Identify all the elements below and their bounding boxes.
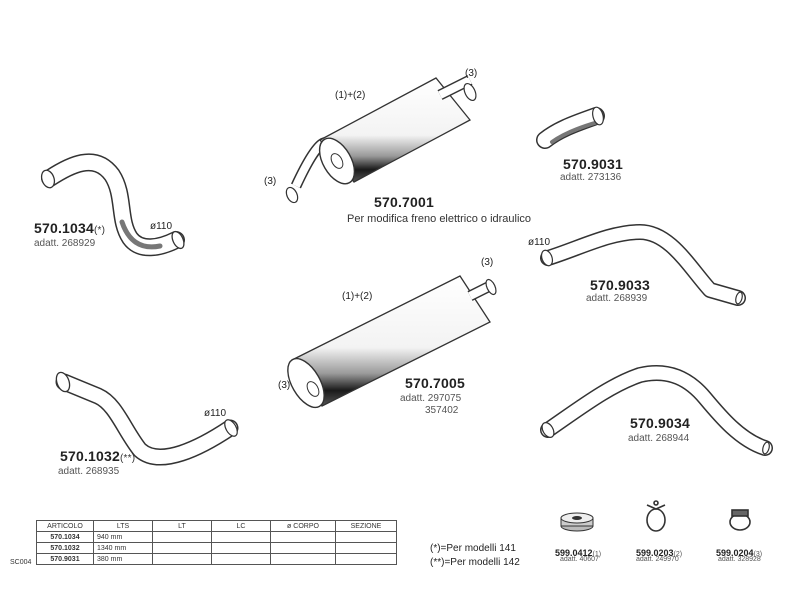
- col-header: ø CORPO: [270, 520, 336, 532]
- cell-sezione: [335, 531, 397, 543]
- legend-models-142: (**)=Per modelli 142: [430, 557, 520, 568]
- col-header: LTS: [93, 520, 153, 532]
- note-570-7001-3-top: (3): [465, 68, 478, 79]
- cell-lt: [152, 553, 212, 565]
- part-adapter-570-9034: adatt. 268944: [628, 433, 690, 444]
- cell-lts: 1340 mm: [93, 542, 153, 554]
- cell-articolo: 570.1032: [36, 542, 94, 554]
- cell-lc: [211, 553, 271, 565]
- spec-table: ARTICOLO LTS LT LC ø CORPO SEZIONE 570.1…: [36, 520, 397, 565]
- part-adapter2-570-7005: 357402: [425, 405, 459, 416]
- note-570-7005-3-top: (3): [481, 257, 494, 268]
- col-header: LT: [152, 520, 212, 532]
- accessory-599-0412: 599.0412(1): [555, 543, 601, 561]
- part-code-570-1032: 570.1032(**): [60, 448, 136, 464]
- accessory-qty: (1): [592, 551, 602, 558]
- rubber-mount-icon: [560, 512, 594, 532]
- diameter-label-570-1034: ø110: [150, 221, 173, 232]
- table-row: 570.1032 1340 mm: [36, 542, 397, 554]
- accessory-code: 599.0412: [555, 548, 593, 558]
- part-code-570-7001: 570.7001: [374, 194, 434, 210]
- col-header: LC: [211, 520, 271, 532]
- cell-corpo: [270, 531, 336, 543]
- cell-lts: 940 mm: [93, 531, 153, 543]
- part-description-570-7001: Per modifica freno elettrico o idraulico: [347, 213, 532, 225]
- muffler-570-7001: [285, 75, 477, 204]
- part-code-570-7005: 570.7005: [405, 375, 465, 391]
- accessory-code: 599.0204: [716, 548, 754, 558]
- accessory-adapter: adatt. 40607: [560, 556, 599, 563]
- table-side-label: SC004: [10, 559, 32, 566]
- note-570-7005-3-left: (3): [278, 380, 291, 391]
- part-code-570-9034: 570.9034: [630, 415, 690, 431]
- part-adapter-570-1034: adatt. 268929: [34, 238, 96, 249]
- cell-articolo: 570.1034: [36, 531, 94, 543]
- diameter-label-570-9033: ø110: [528, 237, 551, 248]
- cell-articolo: 570.9031: [36, 553, 94, 565]
- clamp-band-icon: [729, 509, 751, 531]
- part-adapter-570-7005: adatt. 297075: [400, 393, 462, 404]
- cell-corpo: [270, 542, 336, 554]
- diameter-label-570-1032: ø110: [204, 408, 227, 419]
- cell-lt: [152, 531, 212, 543]
- pipe-570-1034: [40, 153, 185, 257]
- accessory-599-0203: 599.0203(2): [636, 543, 682, 561]
- pipe-570-9031: [536, 106, 605, 149]
- table-header-row: ARTICOLO LTS LT LC ø CORPO SEZIONE: [36, 520, 397, 532]
- part-adapter-570-1032: adatt. 268935: [58, 466, 120, 477]
- part-code-570-1034: 570.1034(*): [34, 220, 106, 236]
- part-adapter-570-9031: adatt. 273136: [560, 172, 622, 183]
- pipe-570-1032: [55, 371, 239, 466]
- col-header: SEZIONE: [335, 520, 397, 532]
- note-570-7001-1-2: (1)+(2): [335, 90, 366, 101]
- table-row: 570.9031 380 mm: [36, 553, 397, 565]
- cell-lt: [152, 542, 212, 554]
- cell-sezione: [335, 553, 397, 565]
- pipe-570-9034: [540, 365, 773, 456]
- part-code-570-9033: 570.9033: [590, 277, 650, 293]
- note-570-7001-3-left: (3): [264, 176, 277, 187]
- cell-sezione: [335, 542, 397, 554]
- accessory-adapter: adatt. 328928: [718, 556, 761, 563]
- note-570-7005-1-2: (1)+(2): [342, 291, 373, 302]
- clamp-icon: [646, 500, 666, 532]
- table-row: 570.1034 940 mm: [36, 531, 397, 543]
- accessory-code: 599.0203: [636, 548, 674, 558]
- legend-models-141: (*)=Per modelli 141: [430, 543, 516, 554]
- muffler-570-7005: [287, 275, 497, 409]
- part-adapter-570-9033: adatt. 268939: [586, 293, 648, 304]
- cell-lc: [211, 531, 271, 543]
- accessory-599-0204: 599.0204(3): [716, 543, 762, 561]
- accessory-qty: (3): [753, 551, 763, 558]
- cell-lc: [211, 542, 271, 554]
- pipe-570-9033: [540, 224, 746, 306]
- part-code-570-9031: 570.9031: [563, 156, 623, 172]
- col-header: ARTICOLO: [36, 520, 94, 532]
- accessory-adapter: adatt. 249970: [636, 556, 679, 563]
- cell-corpo: [270, 553, 336, 565]
- cell-lts: 380 mm: [93, 553, 153, 565]
- accessory-qty: (2): [673, 551, 683, 558]
